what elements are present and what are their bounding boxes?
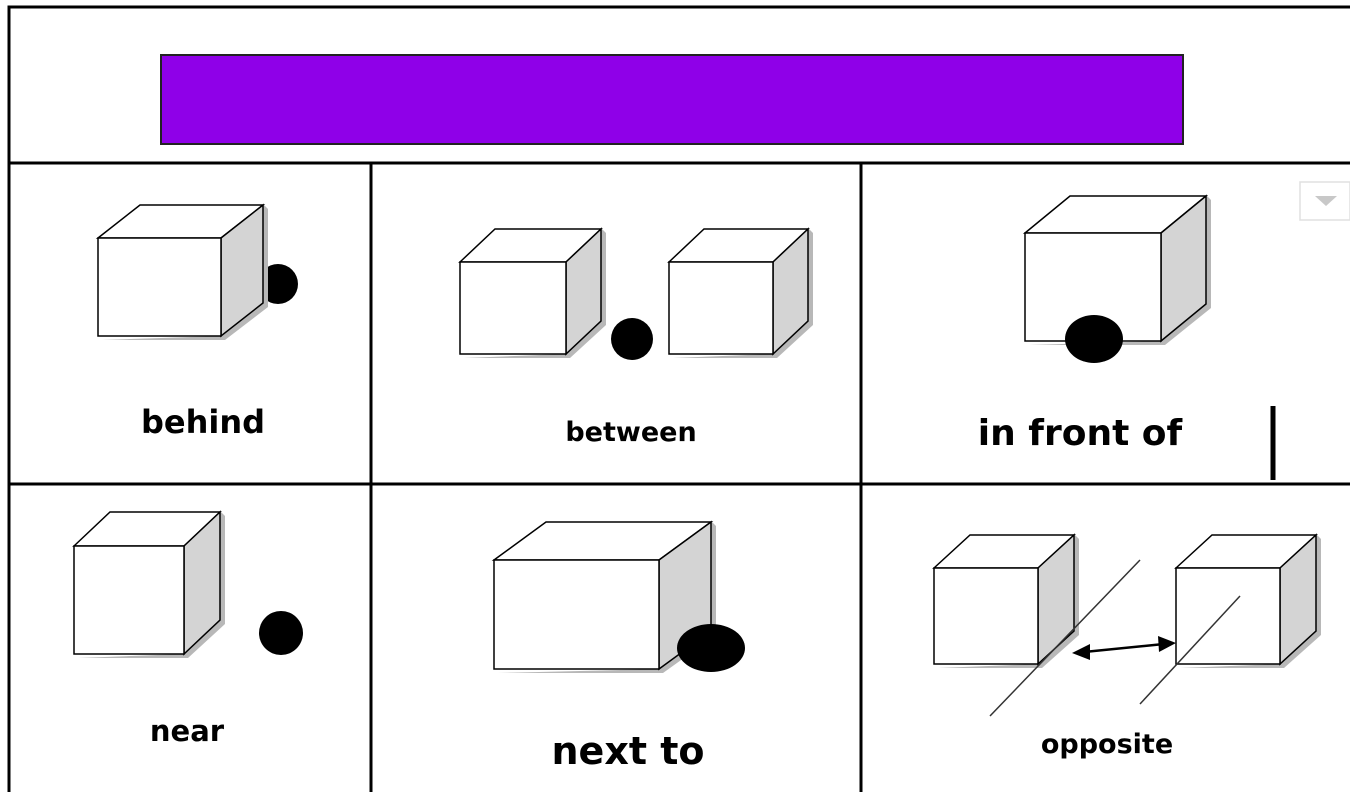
label-in-front-of: in front of: [978, 416, 1182, 452]
label-between: between: [565, 419, 696, 446]
cube-in-front-of: [1025, 196, 1211, 345]
cube-opposite-right: [1176, 535, 1321, 668]
cube-between-left: [460, 229, 606, 358]
dropdown-button[interactable]: [1300, 182, 1350, 220]
title-bar: [161, 55, 1183, 144]
label-next-to: next to: [551, 732, 704, 770]
ball-between: [611, 318, 653, 360]
label-opposite: opposite: [1041, 731, 1173, 758]
ball-next-to: [677, 624, 745, 672]
cube-behind: [98, 205, 268, 340]
double-arrow: [1072, 636, 1176, 660]
cube-near: [74, 512, 225, 658]
ball-in-front-of: [1065, 315, 1123, 363]
label-behind: behind: [141, 406, 265, 438]
cube-between-right: [669, 229, 813, 358]
label-near: near: [150, 717, 224, 746]
ball-near: [259, 611, 303, 655]
cube-opposite-left: [934, 535, 1079, 668]
